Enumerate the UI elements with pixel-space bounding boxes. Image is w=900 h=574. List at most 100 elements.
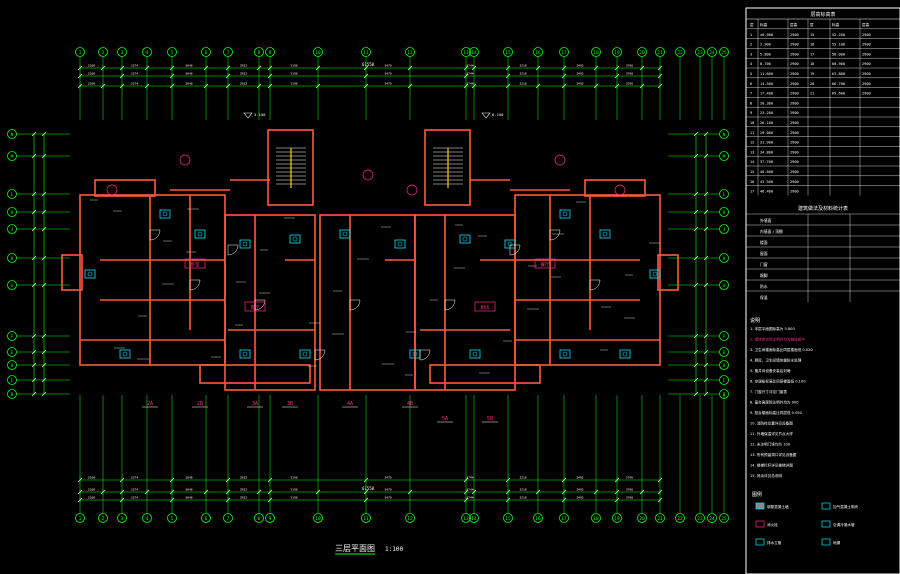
fixture-basin [397,241,403,247]
detail-callout [554,154,566,166]
table1-cell: 2900 [790,190,799,194]
dim-value: 2100 [88,496,95,500]
note-line: 3. 卫生间楼面标高比同层楼面低 0.020 [750,347,813,352]
table1-cell: 10 [750,121,754,125]
table1-cell: 2900 [790,33,799,37]
dim-tick [31,209,37,215]
dim-value: 3744 [466,496,473,500]
dim-value: 3196 [290,82,297,86]
axis-label-bottom: 9 [269,516,272,522]
axis-bubble-left [7,253,17,263]
axis-bubble-top [695,47,705,57]
axis-bubble-bottom [559,513,569,523]
dim-value: 2648 [185,72,192,76]
axis-bubble-right [719,347,729,357]
note-line: 11. 外墙保温详见节点大样 [750,431,793,436]
table1-cell: 7 [750,92,752,96]
dim-tick [703,226,709,232]
bay-right [657,254,679,291]
axis-label-bottom: 25 [721,516,727,522]
table1-cell: 2900 [790,62,799,66]
legend-label: 加气混凝土砌块 [833,504,859,509]
fixture-basin [162,211,168,217]
dim-value: 3196 [290,476,297,480]
dim-value: 3470 [384,82,391,86]
dim-value: 3196 [290,496,297,500]
legend-title: 图例 [752,491,762,498]
table1-cell: 2900 [862,92,871,96]
room-tag: 客厅 [251,304,260,311]
axis-label-right: M [723,154,726,160]
axis-bubble-right [719,331,729,341]
detail-callout [362,169,374,181]
legend-label: 排水立管 [767,540,782,545]
legend-swatch [821,538,831,546]
table1-cell: 6 [750,82,752,86]
fixture-basin [292,236,298,242]
axis-bubble-right [719,151,729,161]
table1-cell: 2900 [790,82,799,86]
room-tag: 卧室 [191,261,200,268]
table1-cell: 2 [750,43,752,47]
dim-tick [31,191,37,197]
axis-label-bottom: 12 [407,516,413,522]
axis-bubble-left [7,389,17,399]
room-tag: 餐厅 [541,261,550,268]
table1-cell: 2900 [790,180,799,184]
note-line: 13. 所有预留洞口详见设备图 [750,452,797,457]
table1-cell: 43.500 [760,180,773,184]
axis-bubble-right [719,224,729,234]
axis-label-left: F [11,334,14,340]
dim-value: 2100 [88,82,95,86]
floor-tag: 3A [252,401,258,407]
dim-value: 2648 [185,496,192,500]
dim-value: 2100 [88,64,95,68]
table1-title: 层高标高表 [810,11,835,18]
table1-cell: 19 [810,72,814,76]
table1-cell: 46.400 [760,190,773,194]
note-line: 5. 管井待设备安装后封堵 [750,368,791,373]
axis-bubble-bottom [719,513,729,523]
table1-cell: 2900 [790,170,799,174]
axis-bubble-bottom [254,513,264,523]
door-swing-4 [444,299,456,311]
dim-value: 3470 [384,72,391,76]
floor-tag: 3B [287,401,293,407]
table1-header: 层高 [790,22,798,27]
axis-label-right: J [723,227,726,233]
unit-center-left-outline [224,214,316,391]
axis-label-left: L [11,192,14,198]
axis-label-bottom: 6 [205,516,208,522]
axis-bubble-left [7,347,17,357]
dim-tick [41,282,47,288]
dim-tick [41,377,47,383]
axis-bubble-right [719,189,729,199]
table1-cell: 69.600 [832,92,845,96]
dim-tick [41,349,47,355]
axis-label-left: H [11,256,14,262]
table1-cell: 15 [750,170,754,174]
dim-tick [31,131,37,137]
dim-value: 2492 [576,72,583,76]
table1-cell: 16 [750,180,754,184]
detail-callout [179,154,191,166]
legend-swatch [755,502,765,510]
axis-bubble-top [591,47,601,57]
table1-cell: 13 [750,150,754,154]
dim-tick [693,362,699,368]
door-swing-10 [419,349,431,361]
axis-label-right: H [723,256,726,262]
dim-tick [703,377,709,383]
axis-label-bottom: 5 [171,516,174,522]
fixture-12 [299,349,311,359]
axis-label-left: D [11,363,14,369]
room-tag: 厨房 [481,304,490,311]
note-line: 9. 阳台楼面标高比同层低 0.050 [750,410,803,415]
axis-label-top: 17 [561,50,567,56]
floor-tag: 5B [487,416,493,422]
dim-tick [693,377,699,383]
door-swing-6 [589,279,601,291]
axis-label-top: 20 [639,50,645,56]
axis-label-left: B [11,392,14,398]
